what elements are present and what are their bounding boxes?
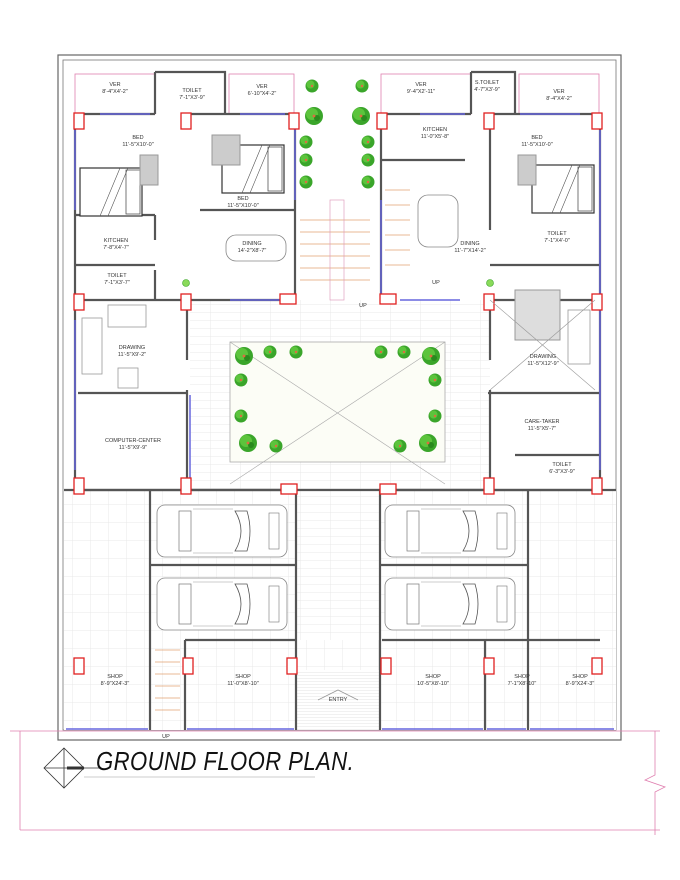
room-size: 7'-1"X8'-10" xyxy=(507,681,537,687)
room-size: 11'-5"X9'-2" xyxy=(117,352,147,358)
entry-label: ENTRY xyxy=(328,697,348,703)
room-name: VER xyxy=(256,84,268,90)
room-name: TOILET xyxy=(547,231,567,237)
room-name: VER xyxy=(415,82,427,88)
north-arrow xyxy=(43,747,100,789)
room-name: DINING xyxy=(460,241,480,247)
room-size: 4'-7"X3'-9" xyxy=(474,87,500,93)
room-size: 11'-0"X5'-8" xyxy=(420,134,450,140)
room-size: 11'-0"X8'-10" xyxy=(227,681,259,687)
room-name: DRAWING xyxy=(529,354,557,360)
room-size: 8'-4"X4'-2" xyxy=(546,96,572,102)
room-size: 11'-5"X12'-9" xyxy=(527,361,559,367)
room-size: 10'-5"X8'-10" xyxy=(417,681,449,687)
room-size: 7'-8"X4'-7" xyxy=(103,245,129,251)
room-size: 11'-5"X10'-0" xyxy=(521,142,553,148)
room-size: 6'-3"X3'-9" xyxy=(549,469,575,475)
room-name: DRAWING xyxy=(118,345,146,351)
room-size: 11'-5"X10'-0" xyxy=(227,203,259,209)
room-name: BED xyxy=(237,196,249,202)
room-name: SHOP xyxy=(514,674,530,680)
room-name: SHOP xyxy=(235,674,251,680)
room-name: VER xyxy=(109,82,121,88)
room-name: COMPUTER-CENTER xyxy=(105,438,161,444)
room-name: SHOP xyxy=(107,674,123,680)
room-size: 7'-1"X3'-9" xyxy=(179,95,205,101)
room-name: TOILET xyxy=(107,273,127,279)
room-size: 8'-4"X4'-2" xyxy=(102,89,128,95)
room-name: TOILET xyxy=(552,462,572,468)
room-name: SHOP xyxy=(425,674,441,680)
room-size: 11'-5"X10'-0" xyxy=(122,142,154,148)
room-size: 8'-9"X24'-3" xyxy=(100,681,130,687)
room-name: SHOP xyxy=(572,674,588,680)
room-size: 9'-4"X2'-11" xyxy=(406,89,436,95)
trees xyxy=(182,79,494,453)
room-name: BED xyxy=(132,135,144,141)
room-size: 6'-10"X4'-2" xyxy=(247,91,277,97)
room-name: DINING xyxy=(242,241,262,247)
room-name: VER xyxy=(553,89,565,95)
room-name: CARE-TAKER xyxy=(524,419,560,425)
room-size: 14'-2"X8'-7" xyxy=(237,248,267,254)
stair-up-label-right: UP xyxy=(432,280,440,286)
room-size: 11'-7"X14'-2" xyxy=(454,248,486,254)
room-size: 11'-5"X5'-7" xyxy=(527,426,557,432)
room-name: S.TOILET xyxy=(474,80,500,86)
room-name: KITCHEN xyxy=(103,238,129,244)
stair-up-label-shop: UP xyxy=(162,734,170,740)
room-size: 7'-1"X4'-0" xyxy=(544,238,570,244)
drawing-title: GROUND FLOOR PLAN. xyxy=(96,746,355,776)
room-size: 8'-9"X24'-3" xyxy=(565,681,595,687)
room-name: TOILET xyxy=(182,88,202,94)
room-name: BED xyxy=(531,135,543,141)
room-size: 11'-5"X9'-9" xyxy=(118,445,148,451)
room-name: KITCHEN xyxy=(422,127,448,133)
stair-up-label-center: UP xyxy=(359,303,367,309)
room-size: 7'-1"X3'-7" xyxy=(104,280,130,286)
